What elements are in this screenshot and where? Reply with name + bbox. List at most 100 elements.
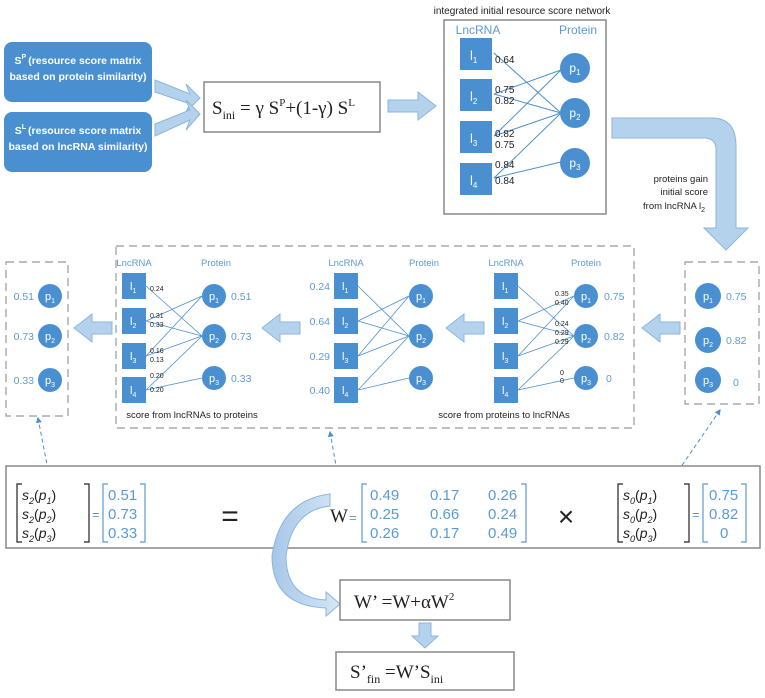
sl-line-1: (resource score matrix bbox=[28, 125, 141, 137]
svg-text:S’fin =W’Sini: S’fin =W’Sini bbox=[350, 662, 444, 686]
svg-text:0.26: 0.26 bbox=[370, 525, 399, 542]
svg-text:0.29: 0.29 bbox=[555, 339, 569, 346]
left-score-3: 0.33 bbox=[14, 375, 35, 387]
top-lnc-2: l2 bbox=[460, 79, 492, 111]
sl-symbol: S bbox=[15, 125, 22, 137]
svg-text:0.84: 0.84 bbox=[495, 176, 515, 187]
svg-text:0.84: 0.84 bbox=[495, 160, 515, 171]
arrow-sp-to-formula bbox=[154, 79, 201, 113]
svg-text:l1: l1 bbox=[502, 281, 508, 295]
svg-text:=: = bbox=[692, 507, 700, 522]
svg-text:Protein: Protein bbox=[201, 258, 231, 269]
svg-text:s0(p2): s0(p2) bbox=[623, 506, 657, 525]
top-network-title: integrated initial resource score networ… bbox=[434, 6, 612, 17]
curved-arrow-to-right-column bbox=[611, 117, 750, 251]
svg-text:0.66: 0.66 bbox=[430, 506, 459, 523]
svg-text:l1: l1 bbox=[342, 281, 348, 295]
svg-text:0.35: 0.35 bbox=[555, 291, 569, 298]
formula-fin-sub2: ini bbox=[431, 672, 444, 686]
top-protein-header: Protein bbox=[559, 23, 597, 37]
top-protein-2: p2 bbox=[560, 98, 590, 128]
formula-w-sup: 2 bbox=[449, 591, 455, 603]
step2-lnc-score-2: 0.64 bbox=[310, 316, 331, 328]
svg-text:0.49: 0.49 bbox=[370, 487, 399, 504]
svg-text:0.17: 0.17 bbox=[430, 525, 459, 542]
right-protein-2: p2 bbox=[695, 327, 721, 353]
svg-text:l4: l4 bbox=[502, 385, 508, 399]
right-score-1: 0.75 bbox=[726, 291, 747, 303]
svg-text:p2: p2 bbox=[581, 331, 591, 345]
left-protein-1: p1 bbox=[38, 284, 62, 308]
left-column: p1 p2 p3 0.51 0.73 0.33 bbox=[5, 261, 69, 417]
svg-text:0.24: 0.24 bbox=[150, 286, 164, 293]
svg-text:l3: l3 bbox=[342, 351, 348, 365]
svg-text:LncRNA: LncRNA bbox=[328, 258, 364, 269]
s0-vector: s0(p1) s0(p2) s0(p3) bbox=[617, 483, 690, 544]
arrow-step1-to-step2 bbox=[445, 312, 485, 344]
formula-ini-box: Sini = γ SP+(1-γ) SL bbox=[203, 81, 381, 133]
formula-fin-sub1: fin bbox=[367, 672, 380, 686]
svg-text:l3: l3 bbox=[130, 351, 136, 365]
svg-text:p3: p3 bbox=[209, 373, 219, 387]
s0-values: 0.75 0.82 0 bbox=[702, 483, 747, 543]
sp-line-2: based on protein similarity) bbox=[9, 71, 146, 83]
sl-sup: L bbox=[22, 124, 27, 131]
svg-text:Sini = γ SP+(1-γ) SL: Sini = γ SP+(1-γ) SL bbox=[212, 97, 355, 122]
svg-text:0.82: 0.82 bbox=[495, 129, 515, 140]
sp-symbol: S bbox=[15, 55, 22, 67]
svg-text:l2: l2 bbox=[130, 316, 136, 330]
svg-text:SL(resource score matrix: SL(resource score matrix bbox=[15, 124, 142, 137]
svg-text:0.25: 0.25 bbox=[370, 506, 399, 523]
svg-text:l1: l1 bbox=[470, 48, 478, 65]
svg-text:l3: l3 bbox=[470, 131, 478, 148]
top-lnc-header: LncRNA bbox=[456, 23, 501, 37]
svg-text:LncRNA: LncRNA bbox=[116, 258, 152, 269]
step1-caption: score from proteins to lncRNAs bbox=[438, 410, 570, 421]
times-sign: × bbox=[558, 501, 574, 532]
step2-lnc-score-4: 0.40 bbox=[310, 385, 331, 397]
step3-protein-score-3: 0.33 bbox=[231, 373, 252, 385]
top-edge-labels: 0.64 0.75 0.82 0.82 0.75 0.84 0.84 bbox=[495, 55, 515, 187]
svg-text:0.26: 0.26 bbox=[488, 487, 517, 504]
w-eq: = bbox=[349, 510, 357, 525]
s2-values: 0.51 0.73 0.33 bbox=[102, 483, 146, 543]
formula-ini-eq: = γ S bbox=[235, 98, 279, 119]
svg-text:0: 0 bbox=[720, 525, 728, 542]
gain-note: proteins gain initial score from lncRNA … bbox=[643, 174, 708, 214]
sp-sup: P bbox=[22, 54, 27, 61]
svg-text:p1: p1 bbox=[416, 291, 426, 305]
svg-text:p3: p3 bbox=[581, 373, 591, 387]
left-score-2: 0.73 bbox=[14, 331, 35, 343]
arrow-formula-to-network bbox=[387, 90, 437, 122]
svg-text:p2: p2 bbox=[569, 106, 581, 122]
arrow-middle-to-left bbox=[73, 312, 113, 344]
svg-text:SP(resource score matrix: SP(resource score matrix bbox=[15, 54, 142, 67]
svg-text:from lncRNA l2: from lncRNA l2 bbox=[643, 201, 705, 214]
formula-fin-mid: =W’S bbox=[380, 662, 430, 683]
left-protein-2: p2 bbox=[38, 324, 62, 348]
svg-text:s0(p1): s0(p1) bbox=[623, 487, 657, 506]
formula-w-lhs: W’ =W+αW bbox=[354, 592, 449, 613]
formula-ini-mid: +(1-γ) S bbox=[285, 98, 348, 119]
svg-text:0: 0 bbox=[560, 378, 564, 385]
arrow-right-to-middle bbox=[641, 312, 681, 344]
svg-text:s2(p1): s2(p1) bbox=[22, 487, 56, 506]
formula-w-box: W’ =W+αW2 bbox=[339, 579, 511, 621]
w-label: W bbox=[330, 506, 348, 527]
svg-text:l1: l1 bbox=[130, 281, 136, 295]
sp-box: SP(resource score matrix based on protei… bbox=[4, 42, 152, 102]
step2-lnc-score-3: 0.29 bbox=[310, 351, 331, 363]
dashed-arrow-middle bbox=[327, 430, 343, 490]
formula-fin-box: S’fin =W’Sini bbox=[335, 651, 515, 691]
svg-text:0.51: 0.51 bbox=[108, 487, 137, 504]
left-score-1: 0.51 bbox=[14, 291, 35, 303]
svg-text:0.31: 0.31 bbox=[150, 313, 164, 320]
svg-text:p2: p2 bbox=[45, 331, 55, 345]
svg-text:0.75: 0.75 bbox=[709, 487, 738, 504]
svg-text:initial score: initial score bbox=[660, 187, 708, 198]
svg-text:p1: p1 bbox=[209, 291, 219, 305]
top-lnc-1: l1 bbox=[460, 38, 492, 70]
svg-text:0.64: 0.64 bbox=[495, 55, 515, 66]
